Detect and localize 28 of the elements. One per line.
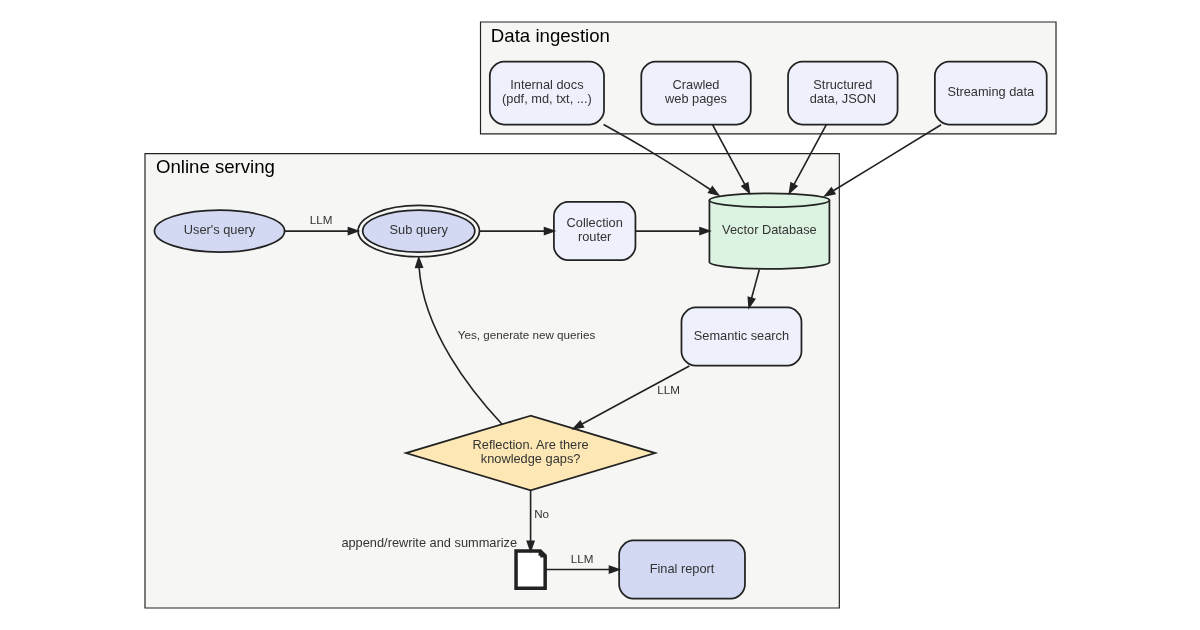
node-ellipse: Sub query <box>356 204 480 258</box>
edge-label: LLM <box>656 382 680 396</box>
node-box: Collection router <box>552 201 636 262</box>
node-label: append/rewrite and summarize <box>340 535 517 551</box>
arrow <box>747 268 760 310</box>
arrow <box>414 255 503 426</box>
node-box: Semantic search <box>680 306 802 367</box>
arrow <box>634 226 712 236</box>
node-box: Final report <box>617 539 746 600</box>
node-diamond: Reflection. Are there knowledge gaps? <box>402 414 658 492</box>
node-ellipse: User's query <box>153 209 285 253</box>
edge-label: Yes, generate new queries <box>457 328 595 342</box>
arrow <box>822 123 942 198</box>
arrow <box>283 226 360 236</box>
edge-label: LLM <box>570 551 593 565</box>
edge-label: No <box>533 507 549 521</box>
arrow <box>478 226 556 236</box>
node-box: Streaming data <box>933 60 1048 126</box>
arrow <box>602 123 720 197</box>
node-box: Internal docs (pdf, md, txt, ...) <box>488 60 605 126</box>
arrow <box>544 565 621 574</box>
edge-label: LLM <box>309 213 332 227</box>
arrow <box>787 123 827 195</box>
arrow <box>525 489 535 554</box>
arrow <box>711 123 751 195</box>
arrow <box>570 365 690 430</box>
node-box: Crawled web pages <box>639 60 752 126</box>
node-box: Structured data, JSON <box>786 60 898 126</box>
